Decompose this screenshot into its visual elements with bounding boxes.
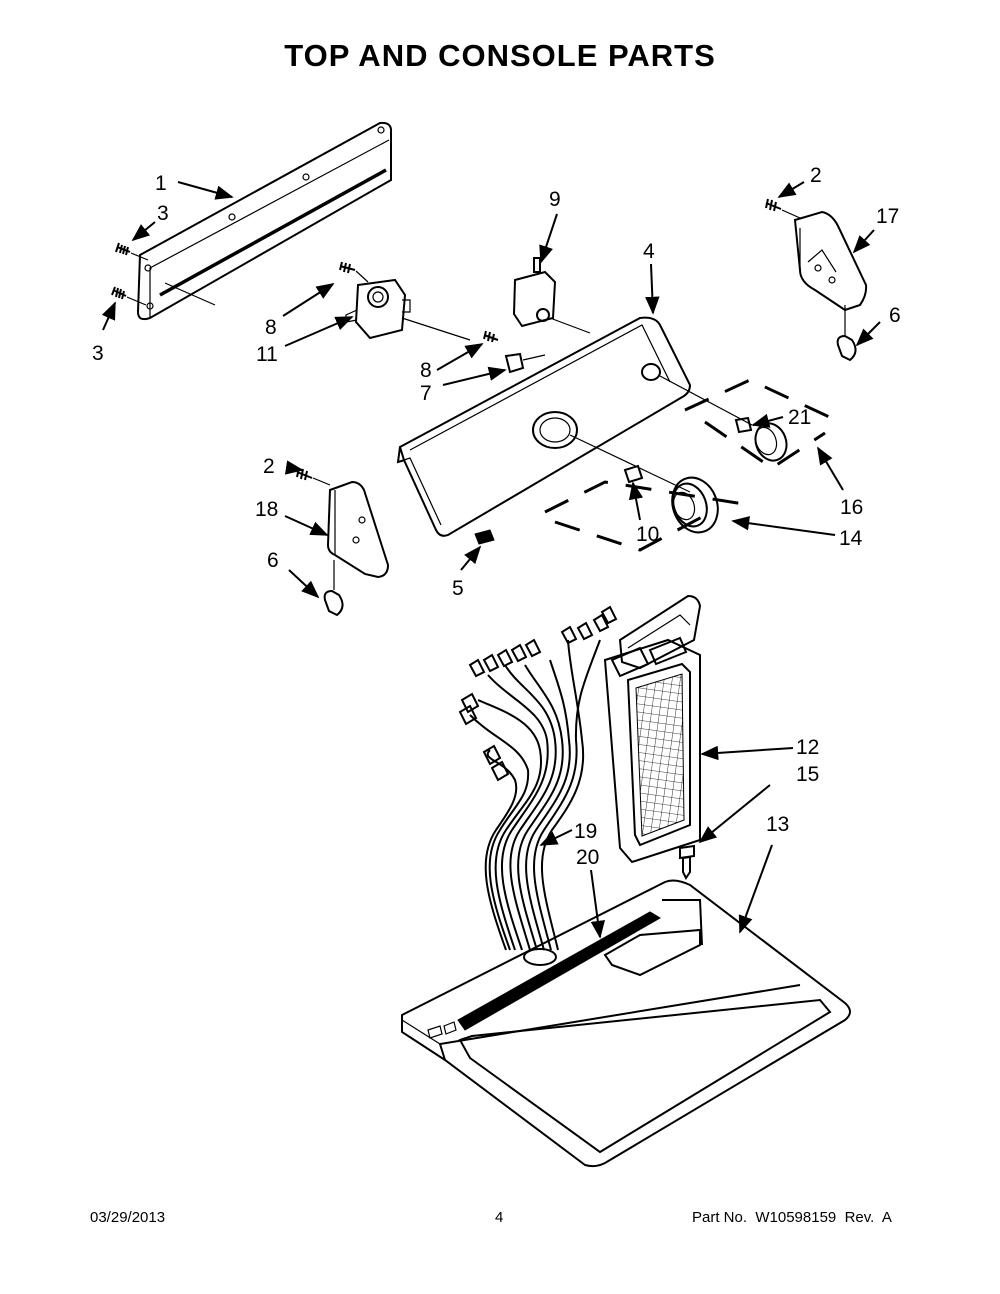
callout-14: 14: [839, 527, 863, 550]
callout-20: 20: [576, 846, 599, 869]
callout-8-timer: 8: [265, 316, 277, 339]
right-end-cap: [765, 198, 868, 335]
page-title: TOP AND CONSOLE PARTS: [284, 38, 716, 73]
footer-date: 03/29/2013: [90, 1209, 166, 1226]
callout-1: 1: [155, 172, 167, 195]
wire-harness: [458, 605, 618, 951]
lint-screen-screw: [679, 844, 695, 880]
screw-3-lower: [111, 286, 147, 306]
callout-2-right: 2: [810, 164, 822, 187]
callout-21: 21: [788, 406, 811, 429]
callout-17: 17: [876, 205, 899, 228]
callout-16: 16: [840, 496, 863, 519]
knob-axis-large: [569, 434, 691, 493]
footer-page-number: 4: [495, 1209, 504, 1226]
lint-screen: [603, 594, 702, 864]
clip-6-left: [323, 589, 344, 617]
callout-13: 13: [766, 813, 789, 836]
callout-11: 11: [256, 343, 278, 366]
timer: [339, 261, 471, 341]
callout-15: 15: [796, 763, 819, 786]
clip-6-right: [836, 334, 857, 362]
footer-part-number: Part No. W10598159 Rev. A: [692, 1209, 892, 1226]
callout-9: 9: [549, 188, 561, 211]
button-insert: [483, 330, 546, 374]
callout-4: 4: [643, 240, 655, 263]
large-knob-assembly: [544, 464, 751, 552]
callout-12: 12: [796, 736, 819, 759]
callout-10: 10: [636, 523, 659, 546]
callout-2-left: 2: [263, 455, 275, 478]
callout-18: 18: [255, 498, 278, 521]
small-knob-assembly: [684, 378, 841, 470]
callout-labels: 1 3 3 8 11 9 8 7 4 2 17 6 21 16 14 10 2 …: [92, 164, 901, 869]
callout-6-right: 6: [889, 304, 901, 327]
top-panel: [401, 879, 851, 1168]
callout-7: 7: [420, 382, 432, 405]
console-panel: [396, 316, 692, 545]
callout-3-upper: 3: [157, 202, 169, 225]
console-rear-bracket: [136, 121, 393, 321]
callout-6-left: 6: [267, 549, 279, 572]
left-end-cap: [296, 467, 390, 590]
screw-3-upper: [115, 242, 149, 261]
callout-19: 19: [574, 820, 597, 843]
callout-8-insert: 8: [420, 359, 432, 382]
callout-5: 5: [452, 577, 464, 600]
leader-lines: [101, 181, 881, 939]
switch: [512, 257, 591, 334]
callout-3-lower: 3: [92, 342, 104, 365]
